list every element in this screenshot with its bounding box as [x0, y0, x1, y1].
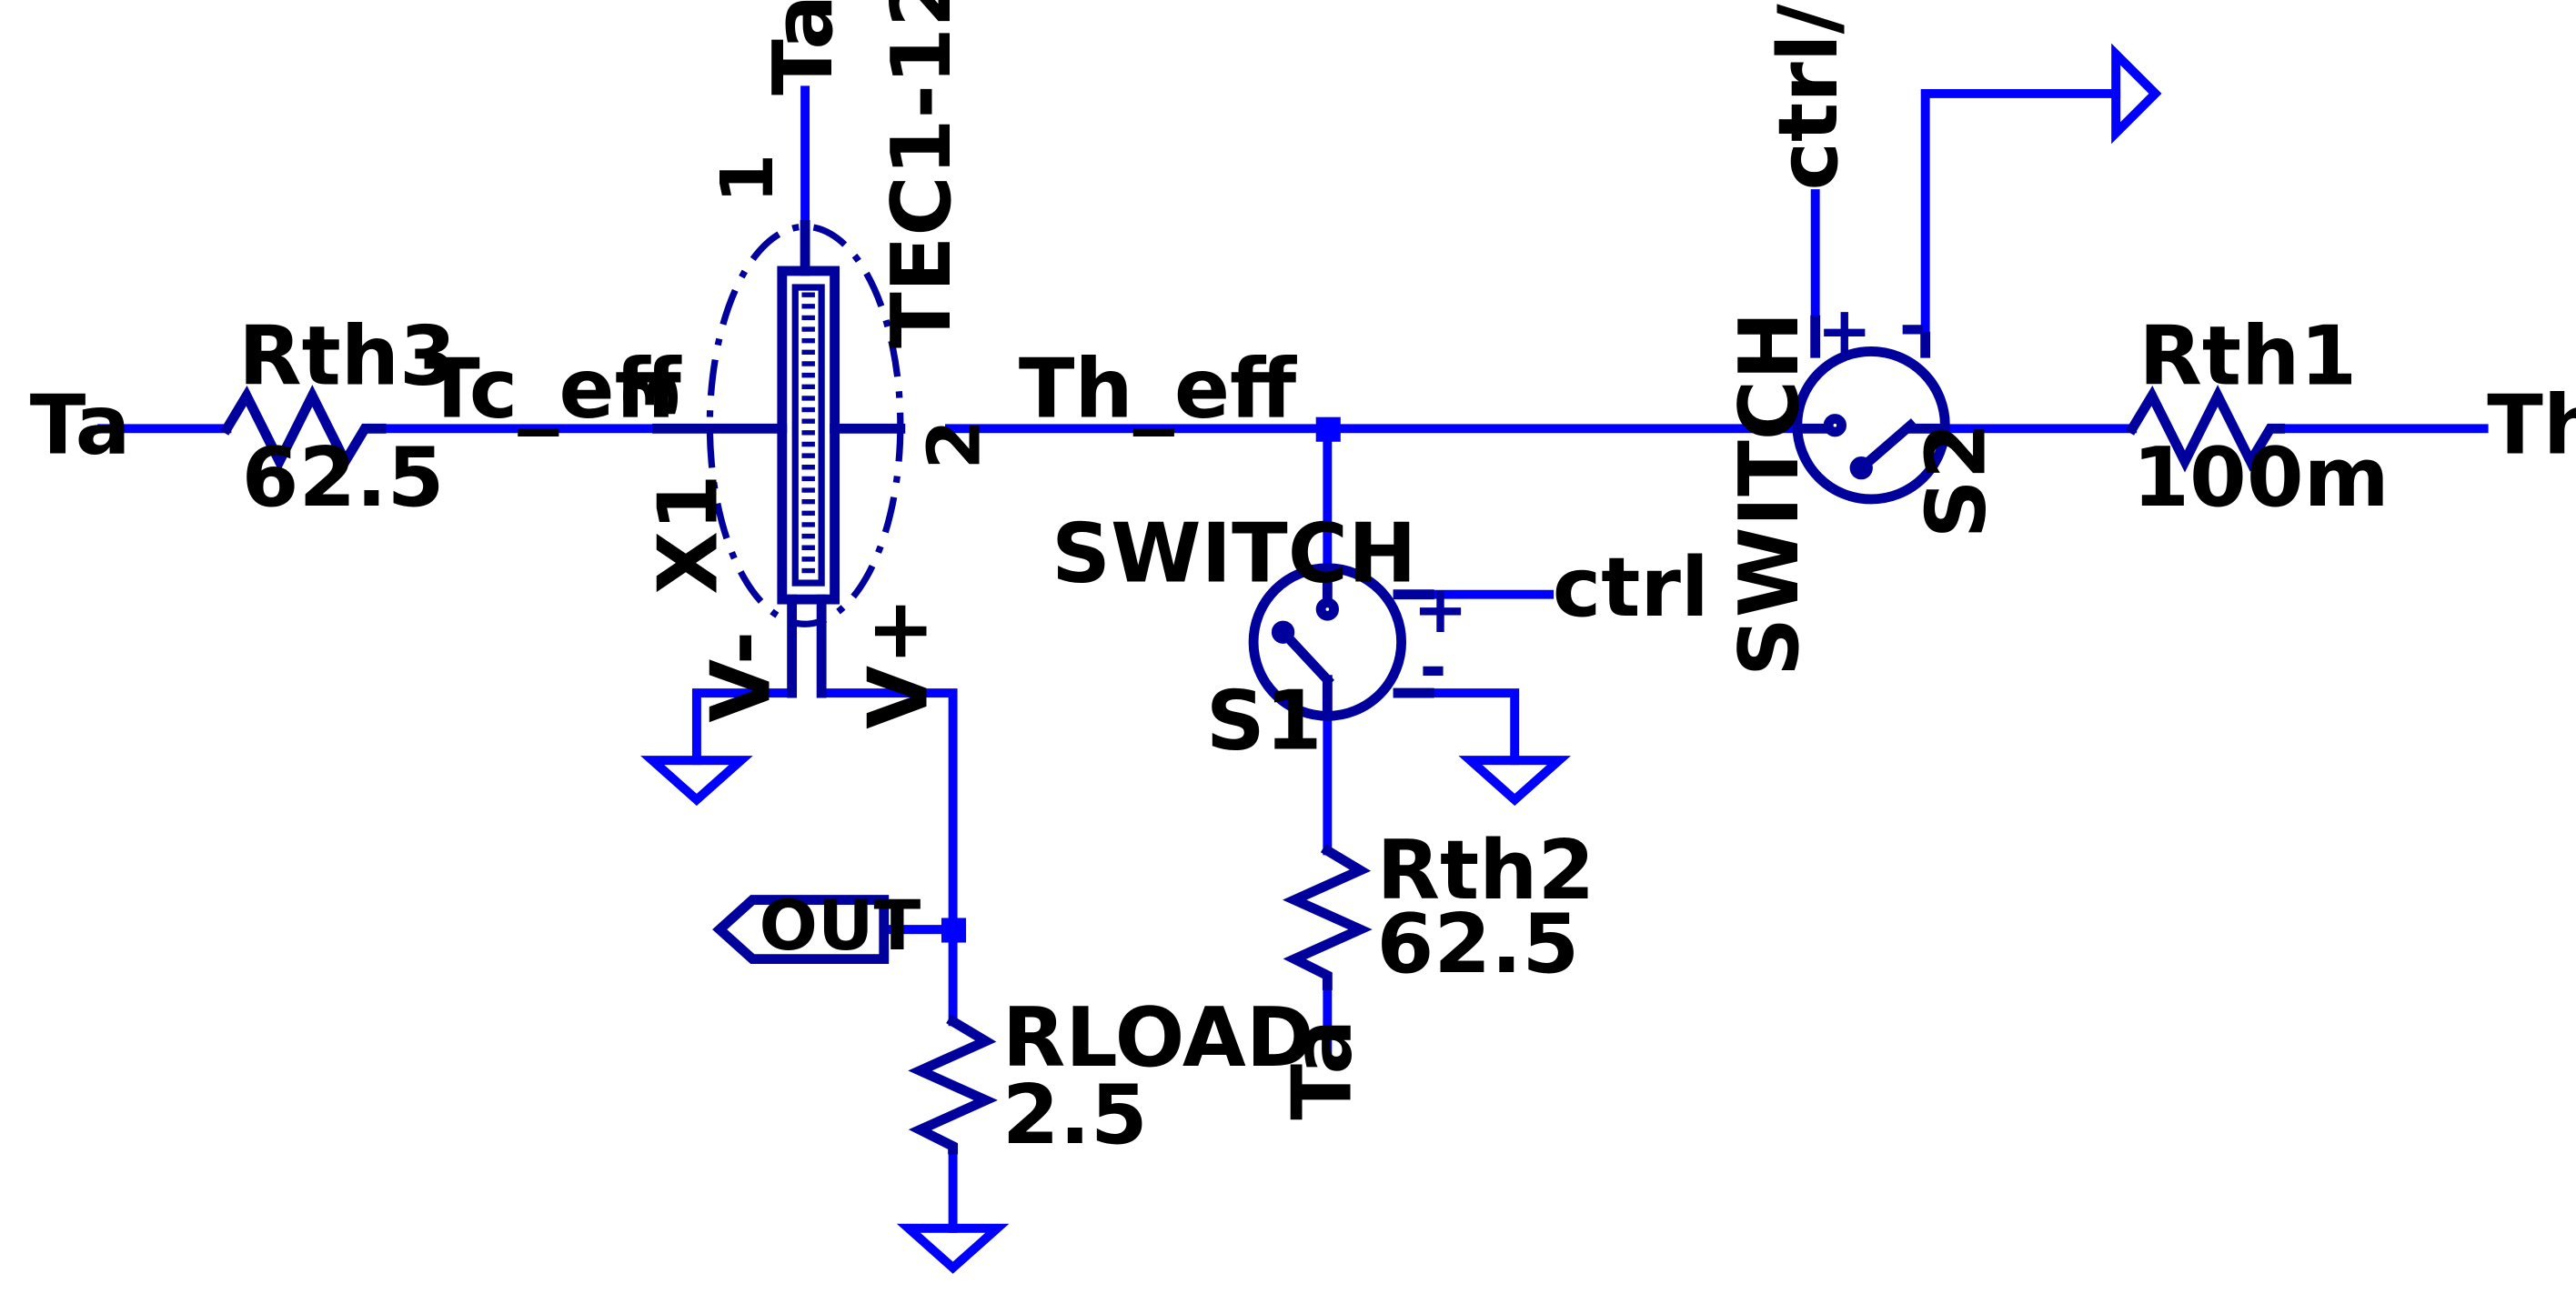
net-label-ta-bottom: Ta — [1275, 1019, 1371, 1120]
rth3-value: 62.5 — [242, 430, 445, 526]
ground-symbol — [896, 1223, 1010, 1274]
x1-pin1: 1 — [705, 154, 790, 204]
net-label-ctrl-inv: ctrl/ — [1761, 4, 1857, 190]
resistor-rth3-symbol[interactable] — [219, 385, 387, 473]
resistor-rth1-symbol[interactable] — [2125, 385, 2286, 473]
s2-minus: - — [1899, 288, 1927, 365]
s2-model: SWITCH — [1722, 311, 1817, 677]
rth2-value: 62.5 — [1377, 897, 1580, 992]
rth1-name: Rth1 — [2138, 309, 2357, 405]
ground-symbol — [1458, 756, 1572, 807]
x1-pin2: 2 — [912, 419, 997, 469]
x1-vplus: V+ — [851, 597, 947, 729]
rload-value: 2.5 — [1002, 1068, 1148, 1163]
wire-s1-minus-gnd — [1424, 688, 1520, 766]
wire-vminus-gnd — [691, 688, 797, 766]
x1-pin3: 3 — [609, 368, 694, 418]
s2-name: S2 — [1909, 422, 2005, 538]
tec-module-x1[interactable] — [652, 219, 906, 698]
ground-symbol — [640, 756, 753, 807]
rth1-value: 100m — [2132, 430, 2390, 526]
x1-vminus: V- — [693, 631, 789, 723]
s1-model: SWITCH — [1052, 506, 1417, 601]
s2-plus: + — [1816, 293, 1872, 369]
net-label-tc-eff: Tc_eff — [424, 342, 681, 437]
s1-plus: + — [1413, 572, 1468, 648]
out-port: OUT — [712, 886, 921, 966]
resistor-rload-symbol[interactable] — [908, 1014, 998, 1155]
junction-dot — [941, 918, 967, 943]
s1-name: S1 — [1206, 673, 1323, 768]
out-port-label: OUT — [760, 886, 921, 966]
net-label-th-eff: Th_eff — [1019, 342, 1297, 437]
switch-s2[interactable] — [1792, 315, 1950, 505]
x1-model: TEC1-12706 — [874, 0, 970, 348]
ground-symbol — [2111, 43, 2162, 145]
rload-name: RLOAD — [1002, 990, 1314, 1086]
net-label-ta-top: Ta — [756, 0, 851, 95]
s1-minus: - — [1419, 629, 1446, 706]
x1-name: X1 — [641, 474, 737, 594]
rth3-name: Rth3 — [238, 309, 457, 405]
wires — [97, 85, 2489, 1233]
net-label-th-right: Th — [2487, 377, 2576, 473]
resistor-rth2-symbol[interactable] — [1283, 843, 1373, 990]
wire-vplus-rload — [817, 688, 958, 1027]
junction-dot — [1315, 416, 1341, 442]
net-label-ctrl: ctrl — [1553, 540, 1709, 636]
wire-s2-minus-gnd — [1920, 88, 2121, 342]
switch-s1[interactable] — [1248, 563, 1434, 721]
rth2-name: Rth2 — [1377, 823, 1595, 918]
net-label-ta-left: Ta — [30, 377, 131, 473]
